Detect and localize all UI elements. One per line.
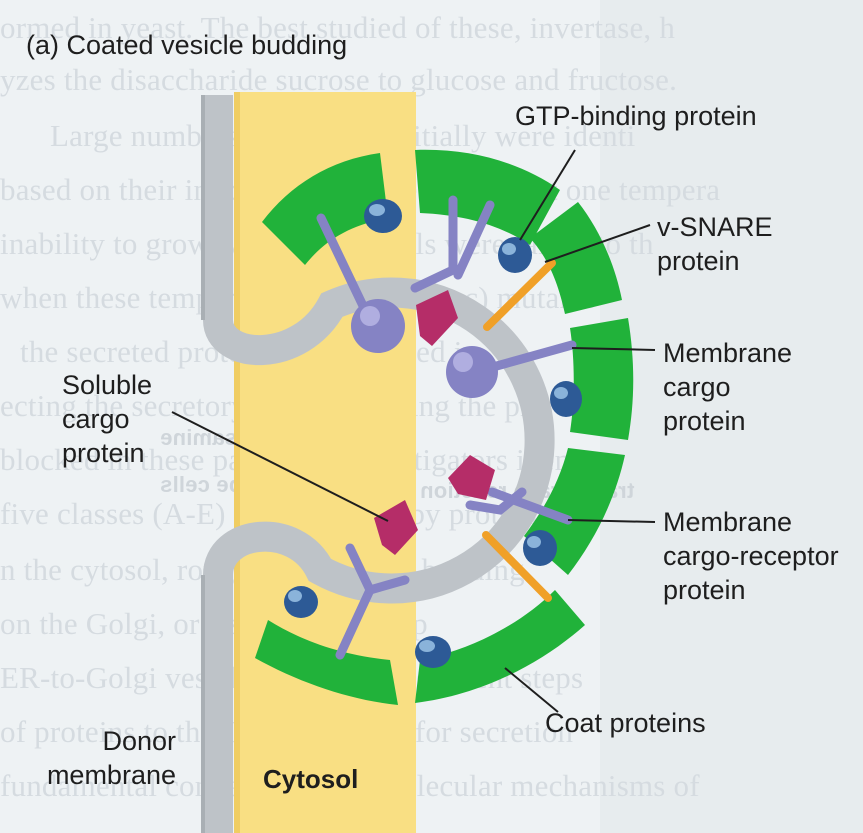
label-cargo-receptor-protein: Membrane cargo-receptor protein <box>663 505 839 607</box>
gtp-sphere <box>550 381 582 417</box>
v-snare-rod <box>483 259 556 331</box>
label-line: Membrane <box>663 507 793 537</box>
coat-segment <box>262 153 388 265</box>
label-cytosol: Cytosol <box>263 764 359 794</box>
background-text-line: yzes the disaccharide sucrose to glucose… <box>0 62 678 97</box>
label-soluble-cargo-protein: Soluble cargo protein <box>62 368 152 470</box>
gtp-binding-proteins <box>284 199 582 668</box>
label-line: protein <box>62 438 145 468</box>
cytosol-edge <box>234 92 240 833</box>
v-snare-rod <box>482 531 552 602</box>
label-line: Soluble <box>62 370 153 400</box>
label-donor-membrane: Donor membrane <box>26 724 176 792</box>
gtp-sphere <box>415 636 451 668</box>
label-line: cargo <box>62 404 130 434</box>
receptor-stem <box>345 543 410 595</box>
leader-vsnare <box>544 224 651 263</box>
receptor-stem <box>335 585 375 660</box>
label-line: membrane <box>46 760 176 790</box>
label-line: protein <box>663 406 746 436</box>
receptor-stem <box>316 213 370 315</box>
label-line: Donor <box>102 726 176 756</box>
label-line: Membrane <box>663 338 793 368</box>
receptor-stem <box>453 200 495 280</box>
soluble-cargo-piece <box>374 500 418 555</box>
cargo-ball <box>351 299 405 353</box>
leader-membrane-cargo <box>571 347 656 351</box>
coat-segment <box>570 318 634 440</box>
label-v-snare: v-SNARE protein <box>657 210 773 278</box>
v-snare-proteins <box>482 259 556 602</box>
coat-segment <box>255 620 398 705</box>
label-membrane-cargo-protein: Membrane cargo protein <box>663 336 792 438</box>
donor-membrane <box>203 95 555 833</box>
coat-segment <box>530 202 622 314</box>
cargo-ball <box>446 346 498 398</box>
leader-cargo-receptor <box>567 519 656 523</box>
cargo-ball-highlight <box>360 306 380 326</box>
leader-lines <box>171 149 656 713</box>
label-line: cargo-receptor <box>663 541 839 571</box>
receptor-stem <box>487 487 573 525</box>
soluble-cargo-proteins <box>374 290 495 555</box>
leader-soluble-cargo <box>171 411 389 522</box>
label-coat-proteins: Coat proteins <box>545 708 706 738</box>
leader-coat <box>504 667 559 713</box>
cargo-receptors <box>316 195 573 660</box>
coat-segment <box>415 590 585 703</box>
membrane-cargo-proteins <box>351 299 577 398</box>
gtp-sphere <box>523 530 557 566</box>
diagram-title: (a) Coated vesicle budding <box>26 30 348 60</box>
soluble-cargo-piece <box>448 455 495 500</box>
label-line: v-SNARE <box>657 212 773 242</box>
soluble-cargo-piece <box>416 290 458 346</box>
label-line: cargo <box>663 372 731 402</box>
background-text-line: ormed in yeast. The best studied of thes… <box>0 10 676 45</box>
leader-gtp <box>519 149 576 241</box>
coat-segment <box>415 149 560 245</box>
gtp-sphere <box>284 586 318 618</box>
label-gtp-binding-protein: GTP-binding protein <box>515 101 757 131</box>
receptor-stem <box>465 487 527 515</box>
receptor-stem <box>410 195 458 293</box>
gtp-sphere <box>364 199 402 233</box>
gtp-sphere <box>498 237 532 273</box>
label-line: protein <box>663 575 746 605</box>
cargo-ball-highlight <box>453 352 473 372</box>
label-line: protein <box>657 246 740 276</box>
